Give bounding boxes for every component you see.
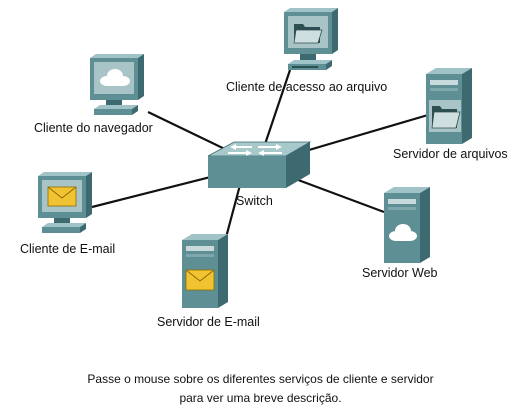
file-client-node[interactable]: [276, 6, 346, 76]
file-server-label: Servidor de arquivos: [393, 147, 508, 161]
browser-client-label: Cliente do navegador: [34, 121, 153, 135]
switch-arrows-icon: [228, 144, 282, 156]
file-server-node[interactable]: [418, 66, 480, 148]
envelope-icon: [185, 269, 215, 291]
email-server-label: Servidor de E-mail: [157, 315, 260, 329]
web-server-node[interactable]: [376, 185, 438, 267]
envelope-icon: [47, 186, 77, 207]
file-client-label: Cliente de acesso ao arquivo: [226, 80, 388, 94]
folder-icon: [293, 24, 323, 44]
switch-label: Switch: [236, 194, 273, 208]
email-server-node[interactable]: [174, 232, 236, 312]
caption-line-2: para ver uma breve descrição.: [179, 391, 342, 405]
cloud-icon: [389, 224, 417, 241]
web-server-label: Servidor Web: [362, 266, 438, 280]
browser-client-node[interactable]: [82, 52, 152, 118]
switch-node[interactable]: [206, 136, 314, 194]
instruction-caption: Passe o mouse sobre os diferentes serviç…: [0, 370, 521, 408]
folder-icon: [429, 100, 461, 132]
email-client-node[interactable]: [30, 170, 100, 236]
cloud-icon: [100, 69, 130, 86]
email-client-label: Cliente de E-mail: [20, 242, 116, 256]
caption-line-1: Passe o mouse sobre os diferentes serviç…: [87, 372, 434, 386]
